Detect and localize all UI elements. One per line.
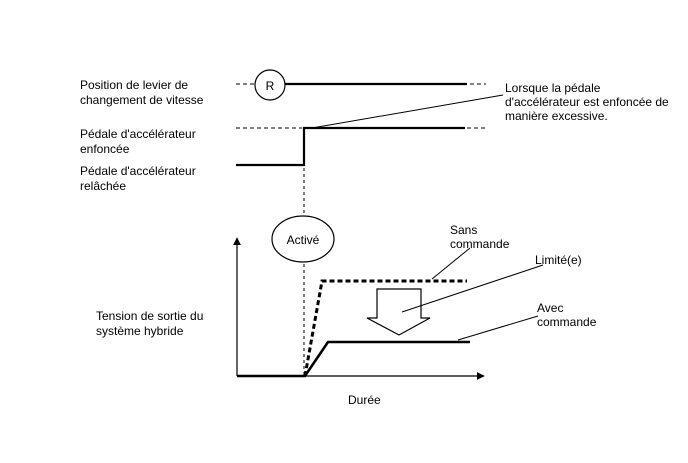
with-control-curve bbox=[237, 340, 470, 378]
limited-label: Limité(e) bbox=[535, 253, 582, 267]
excessive-note-leader bbox=[311, 94, 504, 129]
active-ellipse bbox=[271, 215, 335, 263]
pedal-released-label: Pédale d'accélérateur relâchée bbox=[80, 164, 199, 193]
with-control-label: Avec commande bbox=[537, 301, 597, 329]
pedal-pressed-label: Pédale d'accélérateur enfoncée bbox=[80, 127, 199, 156]
active-label: Activé bbox=[287, 233, 320, 247]
without-control-leader bbox=[431, 247, 471, 280]
hybrid-output-label: Tension de sortie du système hybride bbox=[96, 309, 207, 338]
pedal-signal-line bbox=[236, 126, 465, 167]
limit-down-arrow bbox=[366, 288, 431, 336]
limited-leader bbox=[401, 264, 544, 313]
excessive-note-label: Lorsque la pédale d'accélérateur est enf… bbox=[505, 81, 672, 123]
with-control-leader bbox=[457, 315, 539, 341]
duration-label: Durée bbox=[348, 393, 381, 407]
without-control-curve bbox=[303, 279, 467, 377]
gear-r-symbol: R bbox=[266, 79, 275, 93]
without-control-label: Sans commande bbox=[450, 223, 510, 251]
shift-position-label: Position de levier de changement de vite… bbox=[80, 78, 204, 107]
